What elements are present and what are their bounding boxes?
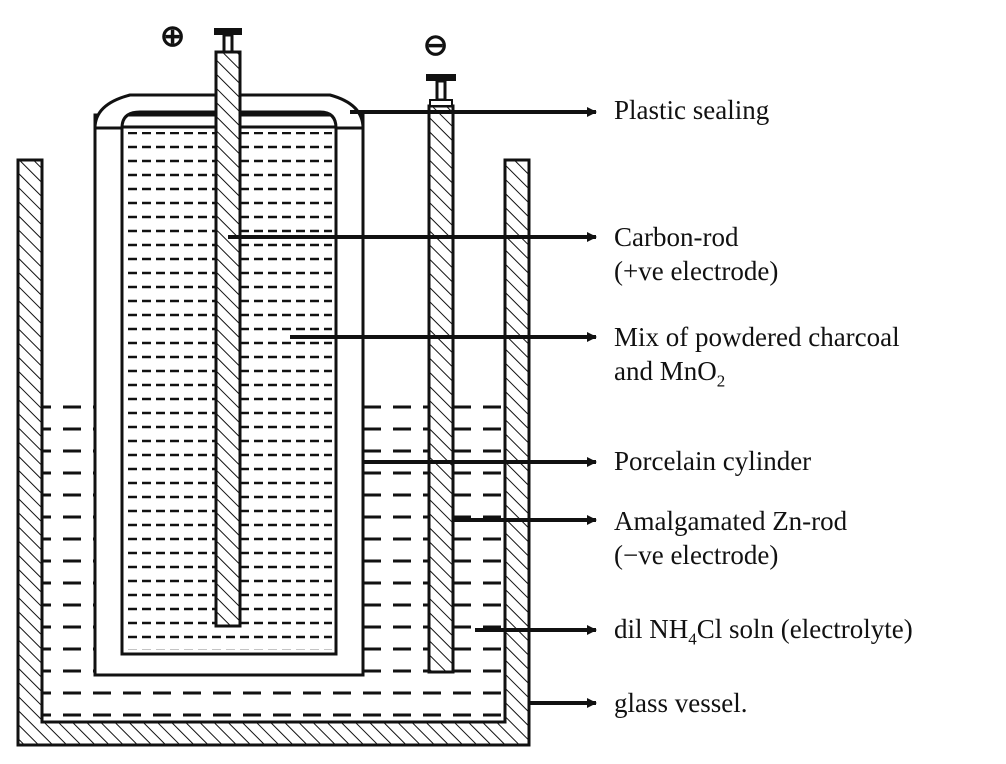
label-zn-rod: Amalgamated Zn-rod	[614, 506, 848, 536]
leader-arrows	[228, 107, 597, 708]
label-carbon-rod: Carbon-rod	[614, 222, 739, 252]
label-zn-rod-sub: (−ve electrode)	[614, 540, 779, 570]
positive-terminal-icon: ⊕	[160, 20, 186, 53]
zinc-rod	[426, 74, 456, 674]
label-carbon-rod-sub: (+ve electrode)	[614, 256, 779, 286]
carbon-rod	[214, 28, 242, 628]
label-electrolyte: dil NH4Cl soln (electrolyte)	[614, 614, 913, 649]
label-mix-sub: and MnO2	[614, 356, 726, 391]
label-plastic-sealing: Plastic sealing	[614, 95, 770, 125]
label-porcelain-cylinder: Porcelain cylinder	[614, 446, 812, 476]
negative-terminal-icon: ⊖	[423, 29, 449, 62]
glass-vessel	[16, 158, 531, 747]
label-mix: Mix of powdered charcoal	[614, 322, 900, 352]
label-glass-vessel: glass vessel.	[614, 688, 748, 718]
